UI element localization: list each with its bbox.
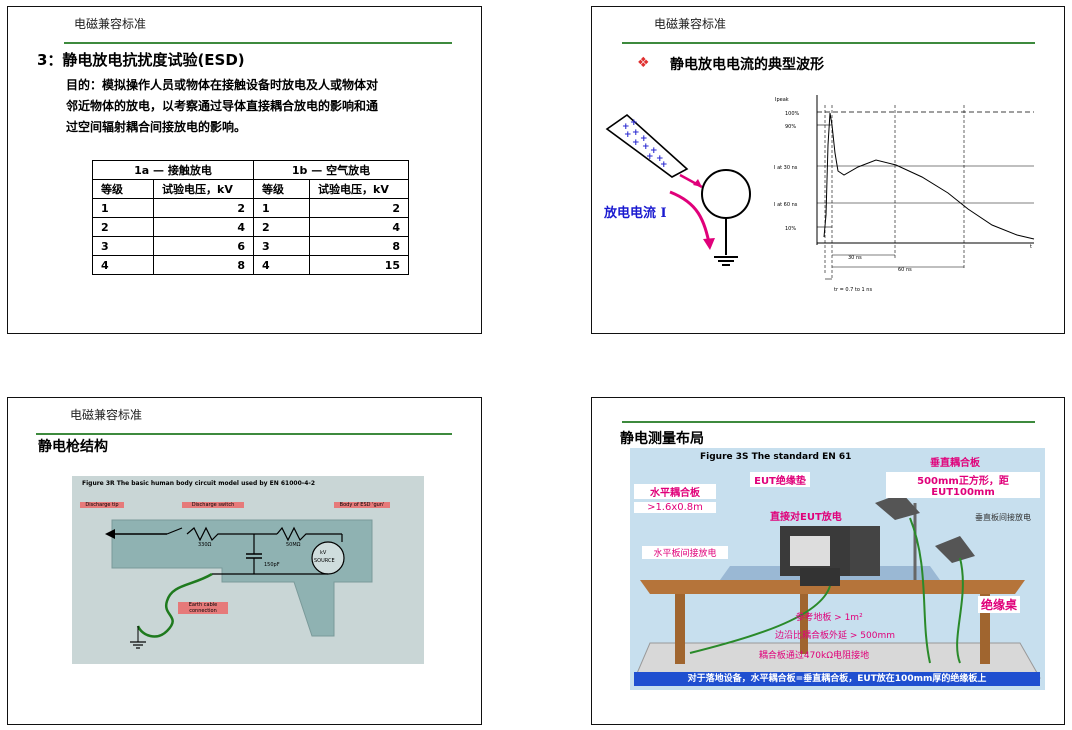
body-label: Body of ESD 'gun' [334,502,390,508]
slide-esd-waveform: 电磁兼容标准 ❖ 静电放电电流的典型波形 +++ +++ +++ ++ 放电电流… [591,6,1065,334]
figure-caption: Figure 3S The standard EN 61 [700,452,852,462]
cell: 1 [253,198,310,218]
cell: 2 [253,217,310,237]
svg-text:+: + [630,118,638,128]
test-setup-drawing [634,493,1041,679]
p100-label: 100% [785,111,800,117]
waveform-graph: Ipeak 100% 90% I at 30 ns I at 60 ns 10%… [774,95,1035,293]
esd-level-table: 1a — 接触放电 1b — 空气放电 等级 试验电压，kV 等级 试验电压，k… [92,160,409,275]
svg-text:+: + [646,152,654,162]
c150-label: 150pF [264,562,280,568]
discharge-switch-label: Discharge switch [182,502,244,508]
kv-label: kV [320,550,327,556]
vcp-indirect-label: 垂直板间接放电 [975,513,1031,522]
slide-header: 电磁兼容标准 [654,17,727,31]
at60-label: I at 60 ns [774,202,798,208]
table-row: 1 2 1 2 [92,198,409,218]
svg-text:+: + [622,122,630,132]
ns60-label: 60 ns [898,267,912,273]
cell: 3 [253,236,310,256]
svg-text:+: + [632,138,640,148]
cell: 8 [309,236,409,256]
col-level: 等级 [253,179,310,199]
svg-text:+: + [632,128,640,138]
p10-label: 10% [785,226,796,232]
earth-cable-label: Earth cable connection [178,602,228,614]
p90-label: 90% [785,124,796,130]
floor-note: 对于落地设备，水平耦合板=垂直耦合板，EUT放在100mm厚的绝缘板上 [634,672,1040,686]
svg-text:+: + [656,154,664,164]
current-label: 放电电流 I [604,206,667,221]
r50m-label: 50MΩ [286,542,301,548]
cell: 4 [253,255,310,275]
direct-discharge-label: 直接对EUT放电 [770,512,842,523]
header-rule [622,42,1035,44]
tr-label: tr = 0.7 to 1 ns [834,287,872,293]
hcp-indirect-label: 水平板间接放电 [642,546,728,559]
source-label: SOURCE [314,558,335,564]
purpose-line-1: 目的：模拟操作人员或物体在接触设备时放电及人或物体对 [66,78,379,92]
cell: 4 [309,217,409,237]
ns30-label: 30 ns [848,255,862,261]
slide-title: 静电放电电流的典型波形 [670,57,824,73]
svg-text:+: + [640,134,648,144]
svg-text:+: + [624,130,632,140]
cell: 2 [153,198,254,218]
slide-esd-test: 电磁兼容标准 3：静电放电抗扰度试验(ESD) 目的：模拟操作人员或物体在接触设… [7,6,482,334]
insulated-table-label: 绝缘桌 [978,596,1021,613]
group-air-header: 1b — 空气放电 [253,160,409,180]
esd-gun-figure: Figure 3R The basic human body circuit m… [72,476,424,664]
table-row: 3 6 3 8 [92,236,409,256]
slide-header: 电磁兼容标准 [74,17,147,31]
cell: 4 [92,255,154,275]
discharge-tip-label: Discharge tip [80,502,124,508]
cell: 1 [92,198,154,218]
cell: 3 [92,236,154,256]
slide-title: 静电测量布局 [620,431,704,447]
col-voltage: 试验电压，kV [309,179,409,199]
vcp-size-label: 500mm正方形，距EUT100mm [886,472,1040,498]
col-voltage: 试验电压，kV [153,179,254,199]
header-rule [64,42,452,44]
header-rule [36,433,452,435]
slide-esd-layout: 静电测量布局 Figure 3S The standard EN 61 垂直耦合… [591,397,1065,725]
svg-text:+: + [650,146,658,156]
r330-label: 330Ω [198,542,212,548]
esd-layout-figure: Figure 3S The standard EN 61 垂直耦合板 500mm… [630,448,1045,690]
group-contact-header: 1a — 接触放电 [92,160,254,180]
svg-text:+: + [660,160,668,170]
cell: 6 [153,236,254,256]
slide-title: 3：静电放电抗扰度试验(ESD) [37,51,245,69]
cell: 2 [92,217,154,237]
cell: 4 [153,217,254,237]
purpose-line-3: 过空间辐射耦合间接放电的影响。 [66,120,247,134]
hcp-label: 水平耦合板 [634,484,716,499]
purpose-line-2: 邻近物体的放电，以考察通过导体直接耦合放电的影响和通 [66,99,379,113]
figure-caption: Figure 3R The basic human body circuit m… [82,480,316,487]
ground-plane-label: 参考地板 > 1m² [795,613,863,623]
ipeak-label: Ipeak [775,97,789,103]
slide-title: 静电枪结构 [38,439,108,455]
slide-header: 电磁兼容标准 [70,408,143,422]
header-rule [622,421,1035,423]
vcp-title: 垂直耦合板 [930,458,980,469]
at30-label: I at 30 ns [774,165,798,171]
esd-discharge-illustration: +++ +++ +++ ++ [605,113,751,266]
svg-text:+: + [642,142,650,152]
cell: 8 [153,255,254,275]
bullet-icon: ❖ [637,55,650,71]
eut-pad-label: EUT绝缘垫 [750,472,810,487]
t-label: t [1030,244,1032,250]
table-row: 4 8 4 15 [92,255,409,275]
slide-esd-gun: 电磁兼容标准 静电枪结构 Figure 3R The basic human b… [7,397,482,725]
cell: 15 [309,255,409,275]
cell: 2 [309,198,409,218]
table-row: 2 4 2 4 [92,217,409,237]
resistor-label: 耦合板通过470kΩ电阻接地 [758,651,870,661]
extend-label: 边沿比耦合板外延 > 500mm [775,631,895,641]
gun-body [105,519,373,649]
col-level: 等级 [92,179,154,199]
hcp-size-label: >1.6x0.8m [634,502,716,513]
